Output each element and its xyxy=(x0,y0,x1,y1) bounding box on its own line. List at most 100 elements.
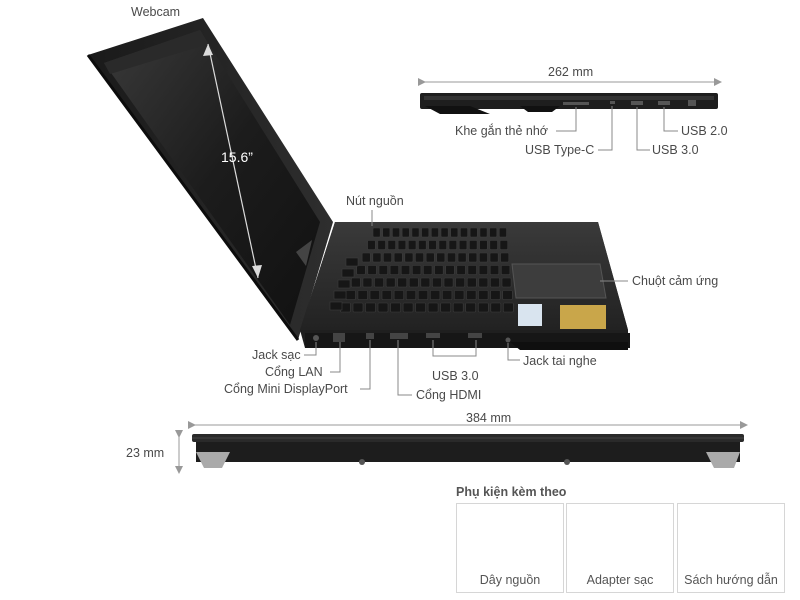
keyboard-key xyxy=(432,277,442,288)
headphone-jack-label: Jack tai nghe xyxy=(523,354,597,368)
keyboard-key xyxy=(466,290,477,300)
keyboard-key xyxy=(377,240,386,250)
keyboard-key xyxy=(415,252,424,263)
right-leader-lines xyxy=(556,106,678,151)
keyboard-key xyxy=(393,290,405,300)
power-button-label: Nút nguồn xyxy=(346,194,404,208)
charge-jack-label: Jack sạc xyxy=(252,348,301,362)
keyboard-key xyxy=(367,240,376,250)
mini-displayport-label: Cổng Mini DisplayPort xyxy=(224,382,348,396)
card-slot-label: Khe gắn thẻ nhớ xyxy=(455,124,548,138)
accessory-label: Sách hướng dẫn xyxy=(684,573,778,587)
keyboard-key xyxy=(468,252,478,263)
keyboard-key xyxy=(393,252,403,263)
keyboard-key xyxy=(421,227,430,238)
side-view xyxy=(420,93,718,114)
keyboard-key xyxy=(478,252,488,263)
keyboard-key xyxy=(362,277,373,288)
keyboard-key xyxy=(372,252,382,263)
keyboard-key xyxy=(489,252,499,263)
usb20-right-port xyxy=(658,101,670,105)
keyboard-key xyxy=(478,265,489,275)
lan-port-label: Cổng LAN xyxy=(265,365,323,379)
screen-size-label: 15.6” xyxy=(221,149,253,165)
accessory-label: Dây nguồn xyxy=(479,573,541,587)
sticker-intel xyxy=(518,304,542,326)
usb-c-port xyxy=(610,101,615,104)
accessory-manual: Sách hướng dẫn xyxy=(677,503,785,593)
usb20-right-label: USB 2.0 xyxy=(681,124,728,138)
macro-key xyxy=(337,279,351,289)
keyboard-key xyxy=(502,290,513,300)
keyboard-key xyxy=(408,277,419,288)
keyboard-key xyxy=(455,277,466,288)
keyboard-key xyxy=(501,277,512,288)
keyboard-key xyxy=(454,290,465,300)
keyboard-key xyxy=(377,302,389,313)
usb-type-c-label: USB Type-C xyxy=(525,143,595,157)
keyboard-key xyxy=(445,265,455,275)
keyboard-key xyxy=(389,265,400,275)
keyboard-key xyxy=(369,290,380,300)
accessory-label: Adapter sạc xyxy=(586,573,654,587)
keyboard-key xyxy=(490,277,500,288)
keyboard-key xyxy=(428,240,437,250)
keyboard-key xyxy=(458,240,468,250)
keyboard-key xyxy=(448,240,457,250)
mini-displayport-port xyxy=(366,333,374,339)
keyboard-key xyxy=(356,265,366,275)
laptop-lid xyxy=(86,18,333,341)
keyboard-key xyxy=(440,227,449,238)
macro-key xyxy=(341,268,355,278)
keyboard-key xyxy=(443,277,454,288)
usb30-right-label: USB 3.0 xyxy=(652,143,699,157)
keyboard-key xyxy=(367,265,377,275)
keyboard-key xyxy=(365,302,376,313)
accessory-power-cord: Dây nguồn xyxy=(456,503,564,593)
keyboard-key xyxy=(382,227,391,238)
keyboard-key xyxy=(418,240,427,250)
keyboard-key xyxy=(469,240,478,250)
keyboard-key xyxy=(357,290,368,300)
keyboard-key xyxy=(452,302,464,313)
keyboard-key xyxy=(469,227,478,238)
hdmi-port xyxy=(390,333,408,339)
macro-key xyxy=(333,290,347,300)
keyboard-key xyxy=(423,265,433,275)
keyboard-key xyxy=(407,240,417,250)
keyboard-key xyxy=(447,252,456,263)
keyboard-key xyxy=(456,265,466,275)
keyboard-key xyxy=(415,302,426,313)
keyboard-key xyxy=(372,227,381,238)
keyboard-key xyxy=(392,227,400,238)
keyboard-key xyxy=(381,290,392,300)
keyboard-key xyxy=(489,265,500,275)
keyboard-key xyxy=(450,227,459,238)
webcam-label: Webcam xyxy=(131,5,181,19)
keyboard-key xyxy=(438,240,447,250)
front-view xyxy=(192,434,744,468)
keyboard-key xyxy=(401,227,410,238)
keyboard-key xyxy=(478,277,489,288)
keyboard-key xyxy=(467,265,477,275)
keyboard-key xyxy=(427,302,439,313)
accessory-adapter: Adapter sạc xyxy=(566,503,674,593)
keyboard-key xyxy=(402,302,414,313)
macro-key xyxy=(345,257,359,267)
keyboard xyxy=(329,227,514,313)
keyboard-key xyxy=(498,227,507,238)
headphone-jack-port xyxy=(505,337,511,343)
keyboard-key xyxy=(434,265,444,275)
keyboard-key xyxy=(489,227,498,238)
keyboard-key xyxy=(502,302,514,313)
keyboard-key xyxy=(350,277,361,288)
keyboard-key xyxy=(404,252,414,263)
keyboard-key xyxy=(490,290,501,300)
brand-logo xyxy=(296,240,312,266)
touchpad xyxy=(511,263,607,299)
keyboard-key xyxy=(489,240,498,250)
keyboard-key xyxy=(352,302,364,313)
touchpad-label: Chuột cảm ứng xyxy=(632,274,719,288)
keyboard-key xyxy=(457,252,467,263)
lan-port xyxy=(333,333,345,342)
